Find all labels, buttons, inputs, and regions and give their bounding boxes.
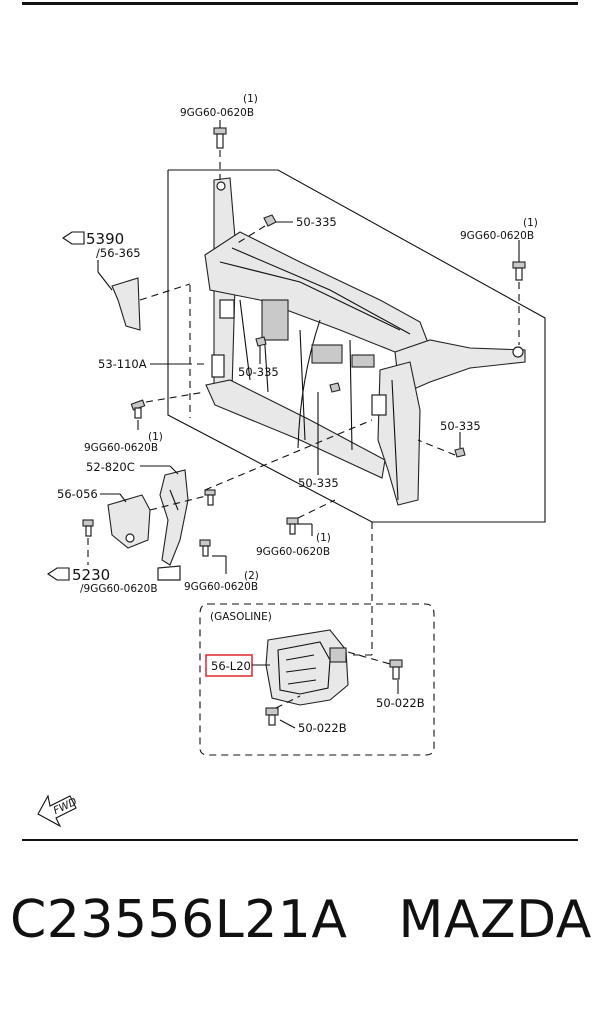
- gasoline-group-box: [199, 603, 435, 756]
- bolt-left-icon: [130, 399, 146, 419]
- ref-5390-label: 5390: [86, 230, 124, 248]
- bolt-b2-label: 50-022B: [298, 721, 347, 735]
- bracket-left-icon: [107, 494, 151, 549]
- bolt-latch-label: 9GG60-0620B: [184, 581, 258, 593]
- bolt-top-qty: (1): [243, 93, 258, 105]
- nut-center-label: 50-335: [298, 476, 339, 490]
- bolt-right-label: 9GG60-0620B: [460, 230, 534, 242]
- bolt-left-label: 9GG60-0620B: [84, 442, 158, 454]
- gasoline-label: (GASOLINE): [210, 611, 272, 623]
- part-number: C23556L21A: [10, 890, 348, 950]
- hood-lock-icon: [157, 469, 189, 581]
- panel-outline: [167, 169, 546, 523]
- nut-top-label: 50-335: [296, 215, 337, 229]
- nut-top-icon: [263, 214, 277, 227]
- nut-mid-icon: [255, 336, 267, 347]
- bolt-center-qty: (1): [316, 532, 331, 544]
- bolt-5230-icon: [82, 519, 94, 537]
- bolt-b1-label: 50-022B: [376, 696, 425, 710]
- highlighted-part-label: 56-L20: [211, 659, 251, 673]
- bolt-latch-qty: (2): [244, 570, 259, 582]
- brand-name: MAZDA: [398, 890, 592, 950]
- bolt-center-icon: [286, 517, 299, 535]
- bolt-b2-icon: [265, 707, 279, 726]
- nut-right-icon: [454, 447, 466, 458]
- deflector-bracket-icon: [265, 629, 349, 706]
- nut-center-icon: [329, 382, 341, 393]
- parts-diagram: (1) 9GG60-0620B 50-335 (1) 9GG60-0620B 5…: [22, 2, 578, 841]
- part-number-caption: C23556L21A MAZDA: [10, 890, 592, 950]
- radiator-support-panel: [204, 177, 526, 506]
- bolt-right-icon: [512, 261, 526, 281]
- fwd-arrow-icon: [37, 794, 77, 828]
- bolt-latch-icon: [199, 539, 211, 557]
- bolt-top-icon: [213, 127, 227, 149]
- lock-label: 52-820C: [86, 460, 135, 474]
- ref-56-365-label: /56-365: [96, 246, 141, 260]
- bottom-rule: [22, 839, 578, 841]
- bolt-right-qty: (1): [523, 217, 538, 229]
- ref-5230-label: 5230: [72, 566, 110, 584]
- ref-arrow-5390-icon: [62, 231, 85, 245]
- ref-5230-bolt-label: /9GG60-0620B: [80, 583, 158, 595]
- bolt-b1-icon: [389, 659, 403, 680]
- air-guide-icon: [111, 277, 141, 331]
- top-rule: [22, 2, 578, 5]
- ref-arrow-5230-icon: [47, 567, 70, 581]
- nut-mid-label: 50-335: [238, 365, 279, 379]
- nut-right-label: 50-335: [440, 419, 481, 433]
- bolt-center-label: 9GG60-0620B: [256, 546, 330, 558]
- panel-label: 53-110A: [98, 357, 147, 371]
- bolt-bracket-icon: [204, 489, 216, 506]
- bolt-left-qty: (1): [148, 431, 163, 443]
- bolt-top-label: 9GG60-0620B: [180, 107, 254, 119]
- bracket-left-label: 56-056: [57, 487, 98, 501]
